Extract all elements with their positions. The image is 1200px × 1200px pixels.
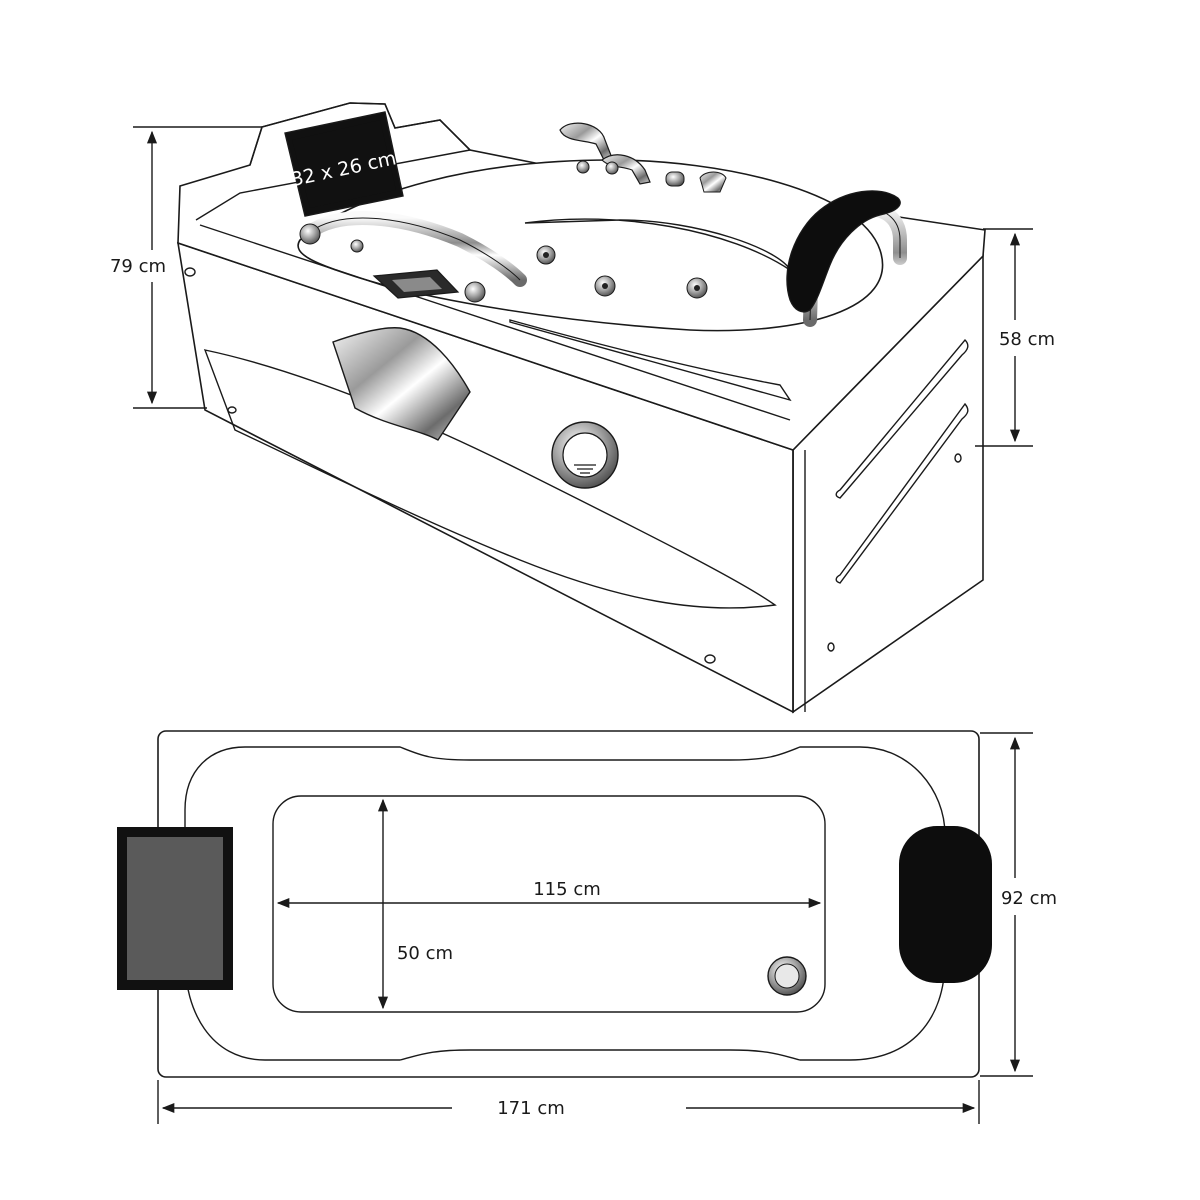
total-length-label: 171 cm: [497, 1098, 565, 1119]
apron-screw: [827, 642, 835, 652]
apron-height-label: 58 cm: [999, 329, 1055, 350]
interior-length-label: 115 cm: [533, 879, 601, 900]
total-width-dimension: 92 cm: [980, 732, 1057, 1077]
total-width-label: 92 cm: [1001, 888, 1057, 909]
top-view: [117, 730, 992, 1078]
interior-width-label: 50 cm: [397, 943, 453, 964]
apron-screw: [227, 406, 237, 414]
apron-screw: [954, 453, 962, 463]
tub-outline-top: [157, 730, 980, 1078]
apron-chrome-panel: [332, 327, 471, 441]
faucet-lever: [699, 171, 727, 193]
apron-screw: [184, 267, 196, 277]
apron-screw: [704, 654, 716, 664]
rim-knob: [350, 239, 364, 253]
headrest-top: [899, 826, 992, 983]
tv-screen-top: [127, 837, 223, 980]
interior-width-dimension: 50 cm: [377, 798, 453, 1010]
basin-floor: [272, 795, 826, 1013]
total-length-dimension: 171 cm: [157, 1080, 980, 1124]
perspective-view: [176, 102, 986, 714]
tv-screen: [292, 120, 396, 208]
headrest-pillow: [786, 190, 901, 313]
faucet-knob: [665, 171, 685, 187]
side-vent-slot: [835, 338, 969, 499]
shower-head: [559, 122, 613, 161]
total-height-label: 79 cm: [110, 256, 166, 277]
side-vent-slot: [835, 402, 969, 584]
interior-length-dimension: 115 cm: [276, 879, 822, 909]
total-height-dimension: 79 cm: [110, 126, 262, 409]
apron-height-dimension: 58 cm: [975, 228, 1055, 447]
basin-contour: [184, 746, 946, 1061]
faucet-knob: [605, 161, 619, 175]
faucet-knob: [576, 160, 590, 174]
rim-knob: [464, 281, 486, 303]
